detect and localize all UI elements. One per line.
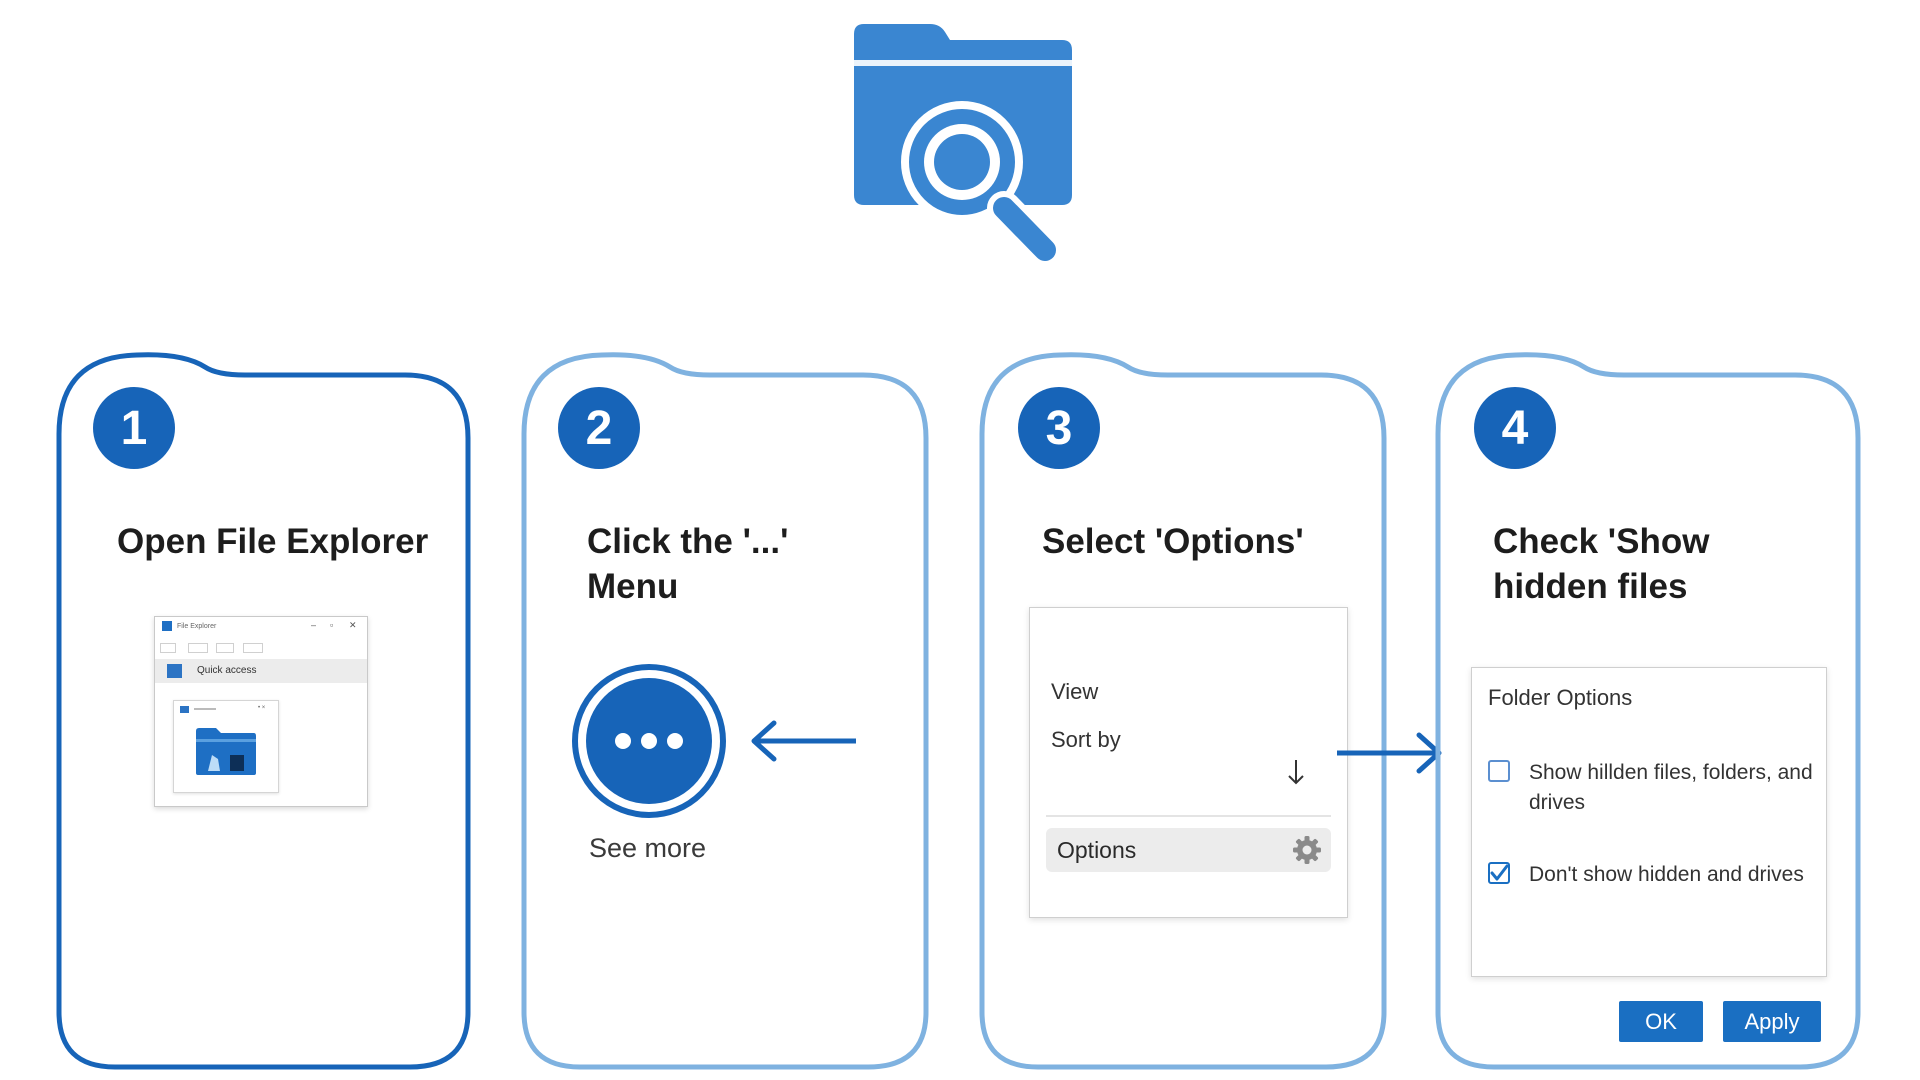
- explorer-app-icon: [162, 621, 172, 631]
- step-card-1: [55, 352, 472, 1073]
- step-number-badge-1: 1: [93, 387, 175, 469]
- dialog-title: Folder Options: [1488, 685, 1633, 710]
- step-title-3: Select 'Options': [1042, 519, 1372, 564]
- arrow-down-icon: [1288, 760, 1304, 785]
- explorer-preview-window: File Explorer – ▫ ✕ Quick access • ×: [154, 616, 368, 807]
- ok-button[interactable]: OK: [1619, 1001, 1703, 1042]
- card-outline: [521, 352, 929, 1070]
- apply-button[interactable]: Apply: [1723, 1001, 1821, 1042]
- step-title-4: Check 'Show hidden files: [1493, 519, 1823, 609]
- see-more-button[interactable]: [571, 663, 727, 819]
- step-card-3: [978, 352, 1388, 1073]
- ellipsis-icon: [615, 733, 683, 749]
- menu-item-view[interactable]: View: [1051, 679, 1099, 704]
- option-label: Don't show hidden and drives: [1529, 863, 1804, 886]
- close-icon: ✕: [349, 620, 357, 630]
- option-dont-show-hidden[interactable]: Don't show hidden and drives: [1488, 860, 1818, 892]
- tile-line: [194, 708, 216, 710]
- card-outline: [56, 352, 471, 1070]
- minimize-icon: –: [311, 620, 317, 630]
- step-title-line: Menu: [587, 567, 679, 606]
- see-more-label: See more: [589, 833, 707, 863]
- step-title-1: Open File Explorer: [117, 519, 457, 564]
- quick-access-icon: [167, 664, 182, 678]
- step-title-line: Open File Explorer: [117, 522, 429, 561]
- folder-search-icon: [854, 24, 1072, 265]
- options-label: Options: [1057, 837, 1137, 863]
- ribbon-tab: [188, 643, 208, 653]
- menu-item-sort-by[interactable]: Sort by: [1051, 727, 1121, 752]
- ribbon-tab: [216, 643, 234, 653]
- step-title-2: Click the '...' Menu: [587, 519, 907, 609]
- card-outline: [979, 352, 1387, 1070]
- quick-access-row: Quick access: [155, 659, 367, 683]
- tile-icon: [180, 706, 189, 713]
- gear-icon: [1293, 836, 1321, 864]
- step-number-badge-3: 3: [1018, 387, 1100, 469]
- checkbox-checked[interactable]: [1488, 862, 1510, 884]
- quick-access-label: Quick access: [197, 665, 257, 676]
- card-outline: [1435, 352, 1861, 1070]
- checkbox-unchecked[interactable]: [1488, 760, 1510, 782]
- arrow-right-icon: [1337, 732, 1442, 774]
- menu-divider: [1046, 815, 1331, 817]
- step-number-badge-4: 4: [1474, 387, 1556, 469]
- arrow-left-icon: [751, 720, 856, 762]
- ribbon-tab: [243, 643, 263, 653]
- step-number-badge-2: 2: [558, 387, 640, 469]
- step-card-2: [520, 352, 930, 1073]
- tile-controls: • ×: [258, 705, 266, 711]
- step-card-4: [1434, 352, 1862, 1073]
- maximize-icon: ▫: [330, 620, 334, 630]
- explorer-window-title: File Explorer: [177, 623, 217, 630]
- step-title-line: Check 'Show: [1493, 522, 1710, 561]
- checkmark-icon: [1490, 864, 1509, 881]
- menu-item-options[interactable]: Options: [1046, 828, 1331, 872]
- option-label: Show hillden files, folders, and drives: [1529, 761, 1813, 814]
- context-menu: View Sort by Options: [1029, 607, 1348, 918]
- option-show-hidden[interactable]: Show hillden files, folders, and drives: [1488, 758, 1818, 822]
- folder-options-dialog: Folder Options Show hillden files, folde…: [1471, 667, 1827, 977]
- step-title-line: hidden files: [1493, 567, 1688, 606]
- step-title-line: Select 'Options': [1042, 522, 1304, 561]
- ribbon-tab: [160, 643, 176, 653]
- folder-icon: [196, 728, 256, 775]
- step-title-line: Click the '...': [587, 522, 789, 561]
- folder-tile: • ×: [173, 700, 279, 793]
